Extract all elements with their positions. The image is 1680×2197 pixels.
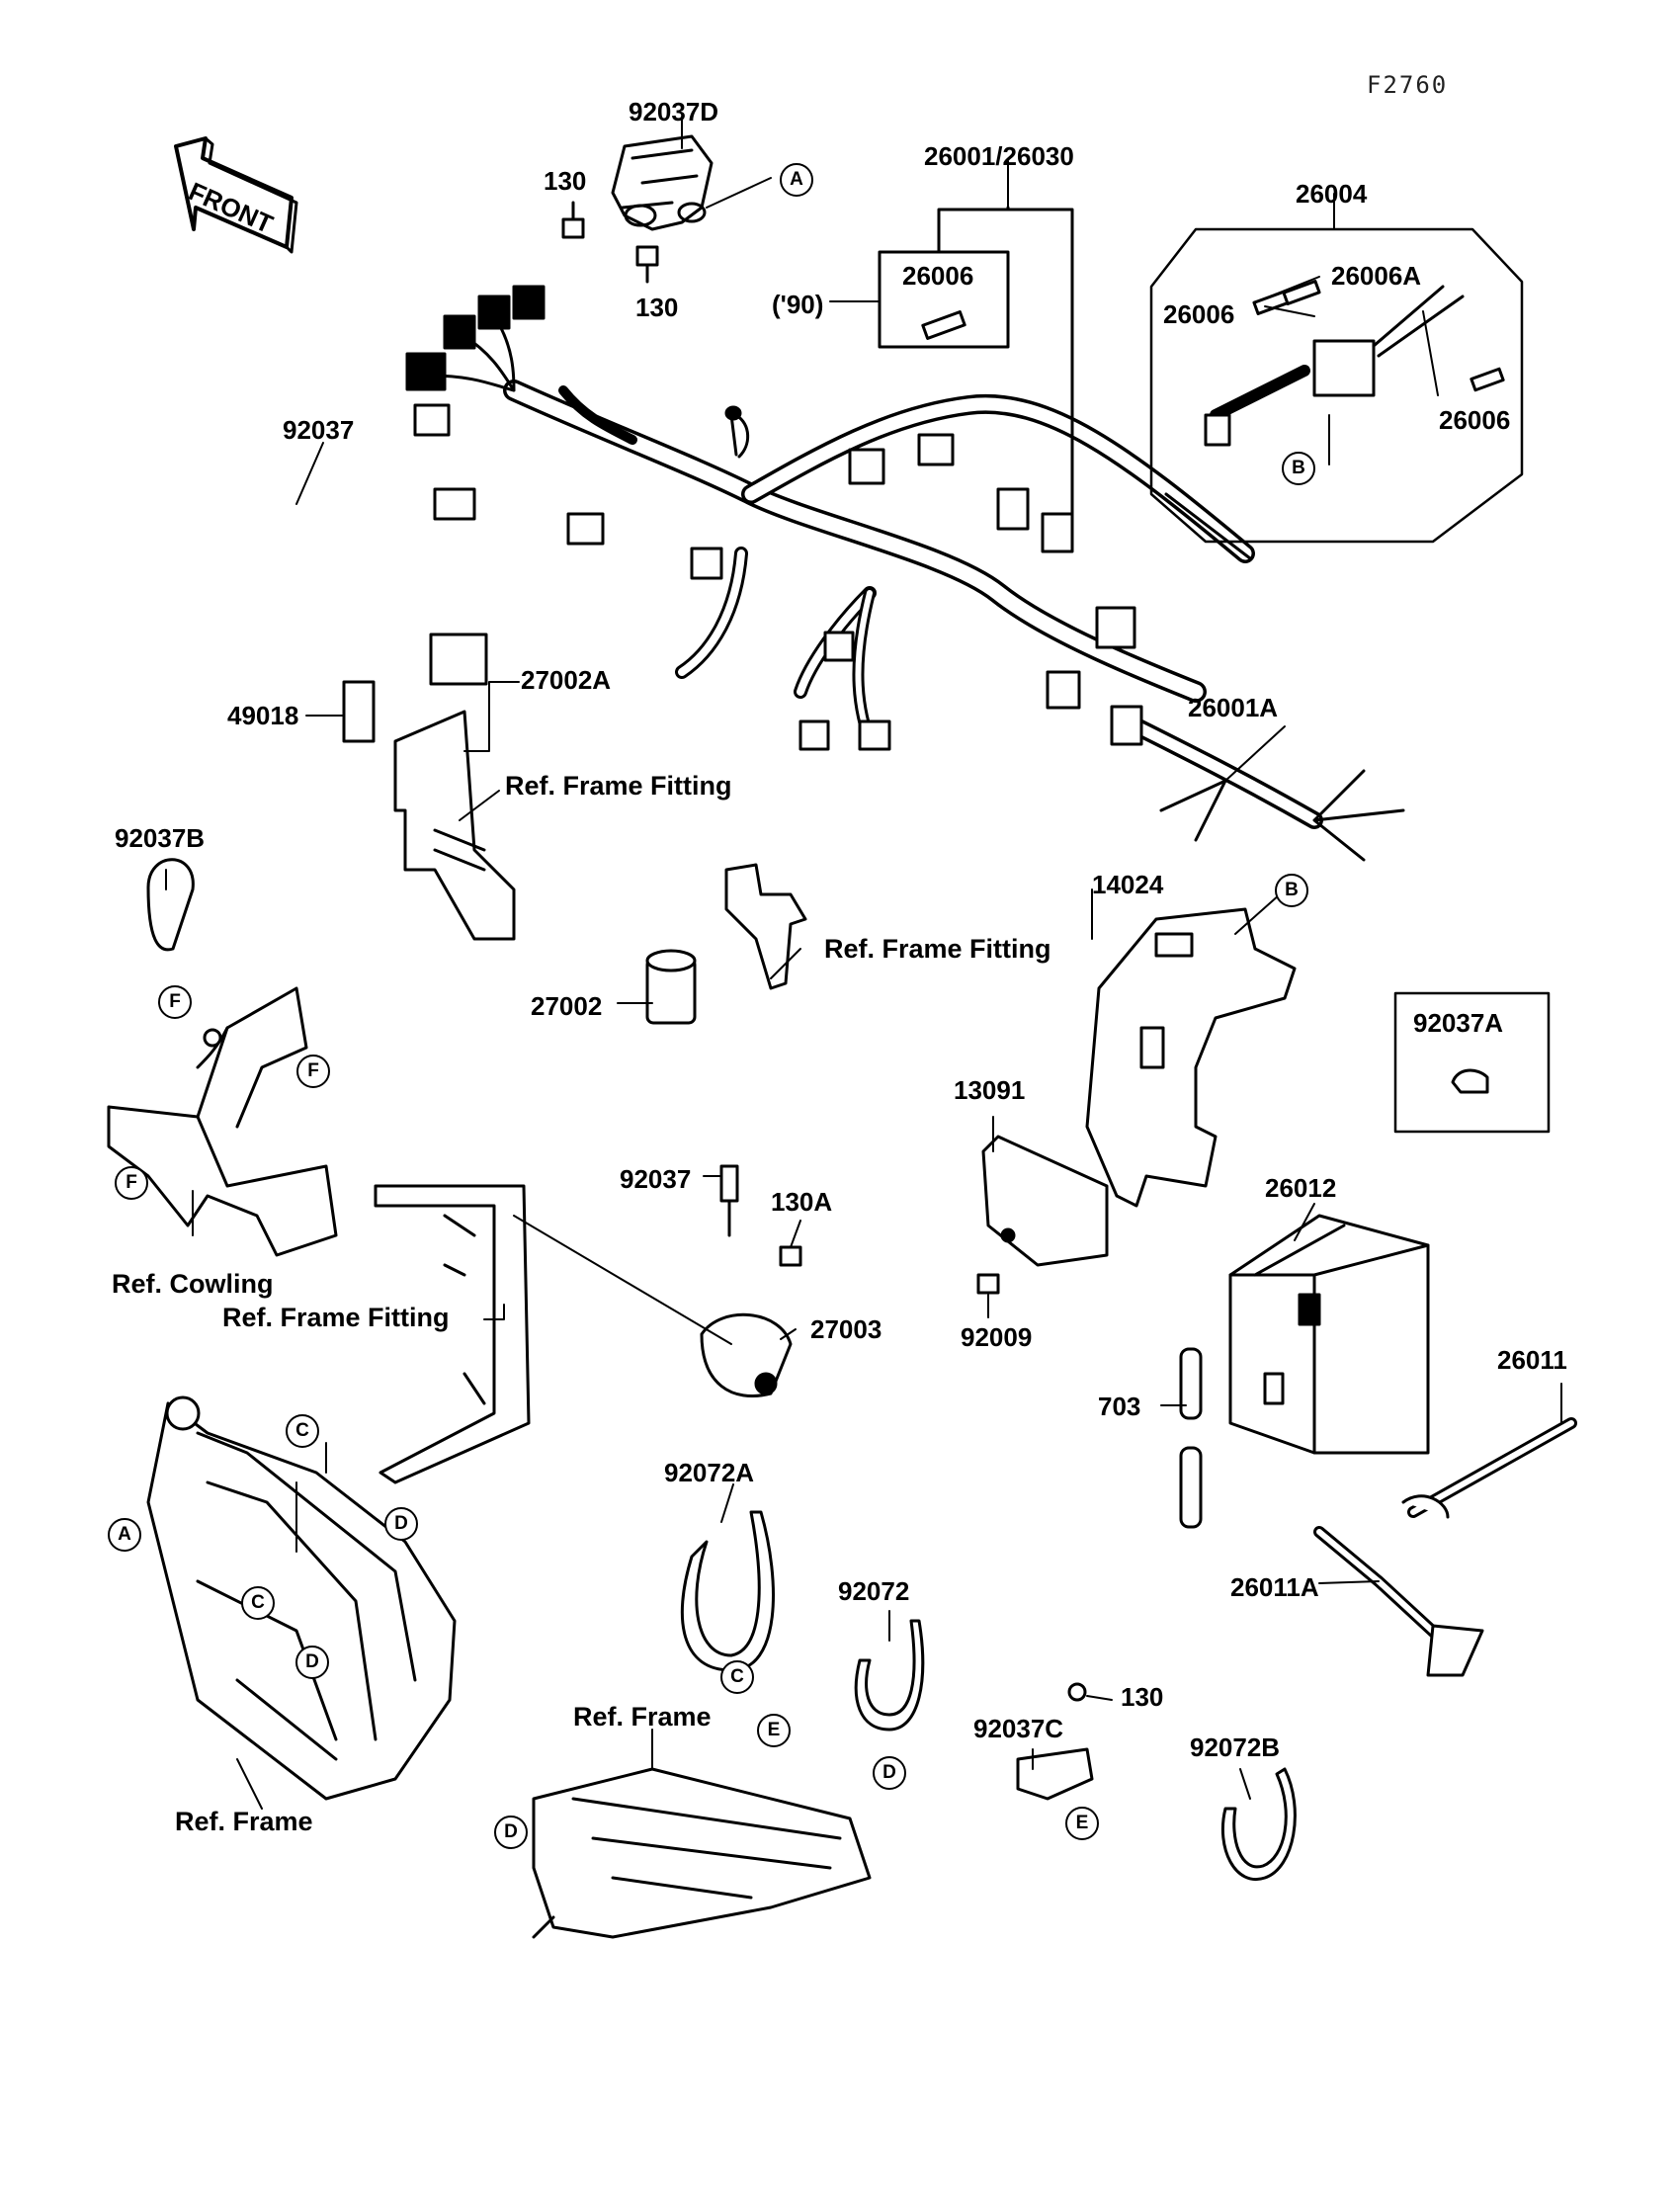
relay-27002A	[429, 633, 488, 686]
label-26006A: 26006A	[1331, 261, 1422, 291]
marker-F-2: F	[296, 1055, 330, 1088]
label-26006-b: 26006	[1163, 299, 1235, 329]
label-90: ('90)	[772, 290, 824, 319]
breather-tube-703	[1179, 1347, 1203, 1529]
relay-49018	[342, 680, 376, 743]
marker-A-top: A	[780, 163, 813, 197]
band-92072	[854, 1619, 925, 1732]
marker-B-top: B	[1282, 452, 1315, 485]
label-26012: 26012	[1265, 1173, 1337, 1203]
sub-harness-26001A	[1110, 705, 1405, 862]
bolt-130A	[779, 1245, 802, 1267]
label-92072A: 92072A	[664, 1458, 755, 1487]
label-92037B: 92037B	[115, 823, 206, 853]
flasher-27002	[645, 949, 697, 1025]
marker-D-3: D	[494, 1816, 528, 1849]
battery-case-14024	[1085, 907, 1297, 1208]
label-92037-b: 92037	[620, 1164, 692, 1194]
marker-D-2: D	[295, 1646, 329, 1679]
marker-E-2: E	[1065, 1807, 1099, 1840]
label-130-c: 130	[1121, 1682, 1164, 1712]
label-ref-frame-fitting-a: Ref. Frame Fitting	[505, 771, 732, 801]
marker-C-3: C	[720, 1660, 754, 1694]
label-26001A: 26001A	[1188, 693, 1279, 722]
label-49018: 49018	[227, 701, 299, 730]
label-130A: 130A	[771, 1187, 833, 1217]
label-27002: 27002	[531, 991, 603, 1021]
label-27002A: 27002A	[521, 665, 612, 695]
marker-E-1: E	[757, 1714, 791, 1747]
bracket-13091	[981, 1135, 1109, 1267]
label-27003: 27003	[810, 1314, 882, 1344]
frame-sub	[532, 1767, 872, 1939]
band-92072B	[1220, 1767, 1297, 1882]
battery-cable-26011	[1401, 1417, 1577, 1519]
main-wiring-harness	[405, 285, 1255, 751]
label-26011A: 26011A	[1230, 1572, 1319, 1602]
label-26006-a: 26006	[902, 261, 974, 291]
band-92072A	[680, 1510, 775, 1672]
label-26011: 26011	[1497, 1345, 1567, 1375]
label-ref-frame-a: Ref. Frame	[573, 1702, 712, 1732]
marker-C-2: C	[241, 1586, 275, 1620]
horn-27003	[700, 1312, 793, 1397]
label-ref-frame-b: Ref. Frame	[175, 1807, 313, 1836]
frame-26004	[1149, 227, 1524, 544]
frame-26006-90	[878, 206, 1074, 516]
flasher-bracket	[724, 863, 807, 990]
label-130-a: 130	[544, 166, 587, 196]
frame-main	[146, 1395, 457, 1801]
label-ref-cowling: Ref. Cowling	[112, 1269, 274, 1299]
battery-26012	[1228, 1214, 1430, 1455]
label-92037D: 92037D	[629, 97, 719, 127]
bolt-130-b	[635, 245, 659, 284]
label-703: 703	[1098, 1392, 1141, 1421]
leader-lines	[165, 118, 1562, 1810]
marker-A-frame: A	[108, 1518, 141, 1552]
cover-92037D	[611, 134, 714, 231]
horn-bracket	[374, 1184, 531, 1484]
label-ref-frame-fitting-b: Ref. Frame Fitting	[824, 934, 1051, 964]
band-92037B	[146, 858, 195, 952]
label-92037C: 92037C	[973, 1714, 1064, 1743]
label-14024: 14024	[1092, 870, 1164, 899]
marker-D-4: D	[873, 1756, 906, 1790]
label-13091: 13091	[954, 1075, 1026, 1105]
cowling-bracket	[107, 986, 338, 1257]
label-130-b: 130	[635, 293, 679, 322]
label-92037A: 92037A	[1413, 1008, 1504, 1038]
marker-D-1: D	[384, 1507, 418, 1541]
battery-cable-26011A	[1313, 1526, 1484, 1677]
marker-C-1: C	[286, 1414, 319, 1448]
label-26001-26030: 26001/26030	[924, 141, 1074, 171]
label-26004: 26004	[1296, 179, 1368, 209]
clamp-92037-b	[719, 1164, 739, 1237]
diagram-code: F2760	[1367, 71, 1449, 99]
frame-92037A	[1393, 991, 1551, 1134]
label-92009: 92009	[961, 1322, 1033, 1352]
label-92072B: 92072B	[1190, 1732, 1281, 1762]
front-arrow-icon	[174, 136, 298, 254]
bolt-92009	[976, 1273, 1000, 1295]
bolt-130-a	[561, 201, 585, 239]
marker-F-1: F	[158, 985, 192, 1019]
marker-B-mid: B	[1275, 874, 1308, 907]
marker-F-3: F	[115, 1166, 148, 1200]
label-92072: 92072	[838, 1576, 910, 1606]
label-ref-frame-fitting-c: Ref. Frame Fitting	[222, 1303, 450, 1332]
relay-bracket	[393, 710, 516, 941]
clamp-92037C	[1016, 1682, 1094, 1801]
label-26006-c: 26006	[1439, 405, 1511, 435]
label-92037-a: 92037	[283, 415, 355, 445]
